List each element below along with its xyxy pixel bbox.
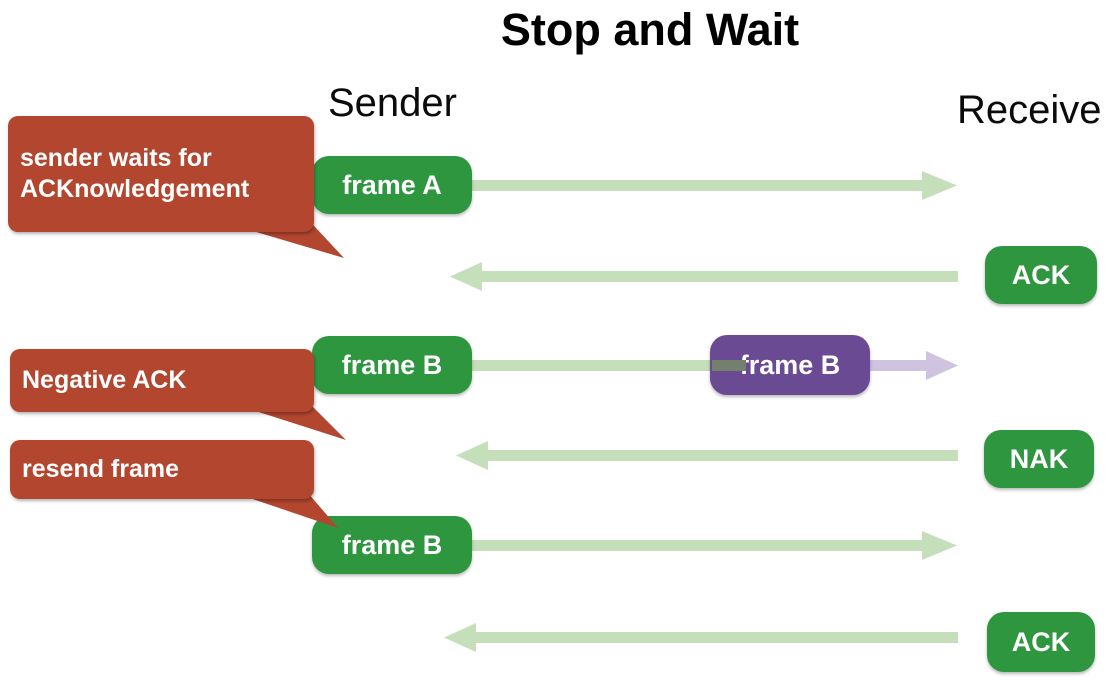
page-title: Stop and Wait (500, 4, 800, 55)
frame-a-node: frame A (312, 156, 472, 214)
negative-ack-callout: Negative ACK (10, 349, 314, 412)
frame-b-resend-node: frame B (312, 516, 472, 574)
frame-b-resend-arrow (460, 531, 957, 560)
nak-node: NAK (984, 430, 1094, 488)
sender-column-label: Sender (328, 81, 457, 125)
frame-a-transmit-arrow (460, 171, 957, 200)
wait-ack-callout: sender waits for ACKnowledgement (8, 116, 314, 232)
receiver-column-label: Receive (957, 88, 1102, 132)
ack-node: ACK (985, 246, 1097, 304)
frame-b-received-node: frame B (710, 335, 870, 395)
ack-return-2-arrow (444, 623, 958, 652)
nak-return-arrow (456, 441, 958, 470)
frame-b-node: frame B (312, 336, 472, 394)
ack-node-2: ACK (987, 612, 1095, 672)
resend-callout: resend frame (10, 440, 314, 499)
ack-return-arrow (450, 262, 958, 291)
frame-b-transmit-arrow (460, 351, 958, 380)
